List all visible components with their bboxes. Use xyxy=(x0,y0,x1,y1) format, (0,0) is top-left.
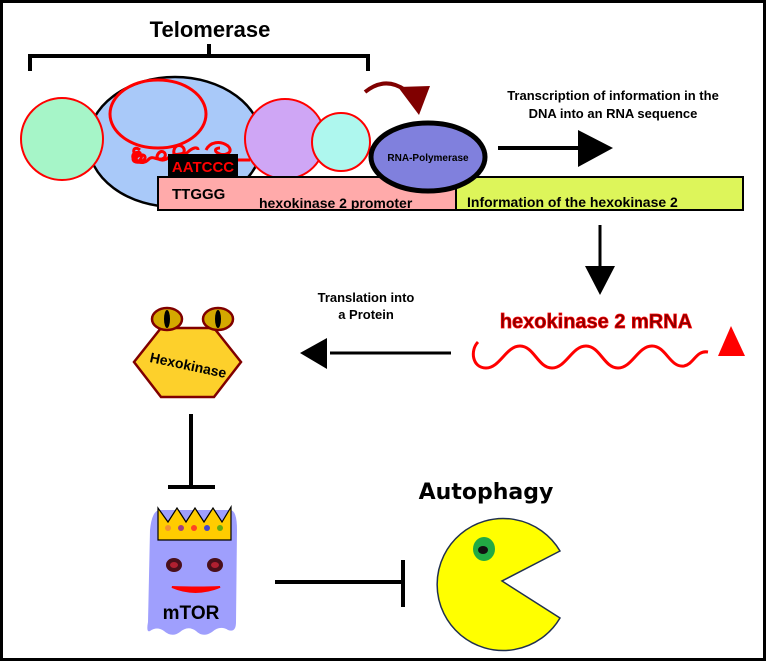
gene-region xyxy=(455,176,744,211)
telomerase-bracket xyxy=(28,44,370,71)
autophagy-pacman-icon xyxy=(436,517,562,652)
mtor-label: mTOR xyxy=(163,603,220,624)
telomere-sequence: TTGGG xyxy=(172,186,225,203)
autophagy-label: Autophagy xyxy=(419,480,554,505)
down-arrow-icon xyxy=(585,225,615,295)
transcription-label-line1: Transcription of information in the xyxy=(507,88,719,103)
rna-polymerase xyxy=(368,120,488,194)
rna-polymerase-label: RNA-Polymerase xyxy=(387,153,469,164)
inhibition-mtor-autophagy-icon xyxy=(275,560,405,607)
translation-label-line1: Translation into xyxy=(318,290,415,305)
translation-label-line2: a Protein xyxy=(338,307,394,322)
telomerase-title: Telomerase xyxy=(150,17,271,42)
template-sequence: AATCCC xyxy=(172,159,234,176)
telomerase-subunit-cyan xyxy=(311,112,371,172)
promoter-label: hexokinase 2 promoter xyxy=(259,195,413,211)
mrna-strand-icon xyxy=(471,326,745,370)
inhibition-hexokinase-mtor-icon xyxy=(168,414,215,489)
transcription-arrow-icon xyxy=(498,130,613,167)
mrna-label: hexokinase 2 mRNA xyxy=(500,311,692,333)
transcription-label-line2: DNA into an RNA sequence xyxy=(529,106,698,121)
translation-arrow-icon xyxy=(300,338,451,369)
hexokinase-protein-icon xyxy=(132,306,243,399)
curved-arrow-icon xyxy=(363,81,430,115)
template-sequence-box xyxy=(168,154,238,176)
telomerase-rna-icon xyxy=(108,78,250,164)
mtor-ghost-icon xyxy=(147,504,237,635)
telomerase-subunit-left xyxy=(20,97,104,181)
gene-label: Information of the hexokinase 2 xyxy=(467,194,678,210)
